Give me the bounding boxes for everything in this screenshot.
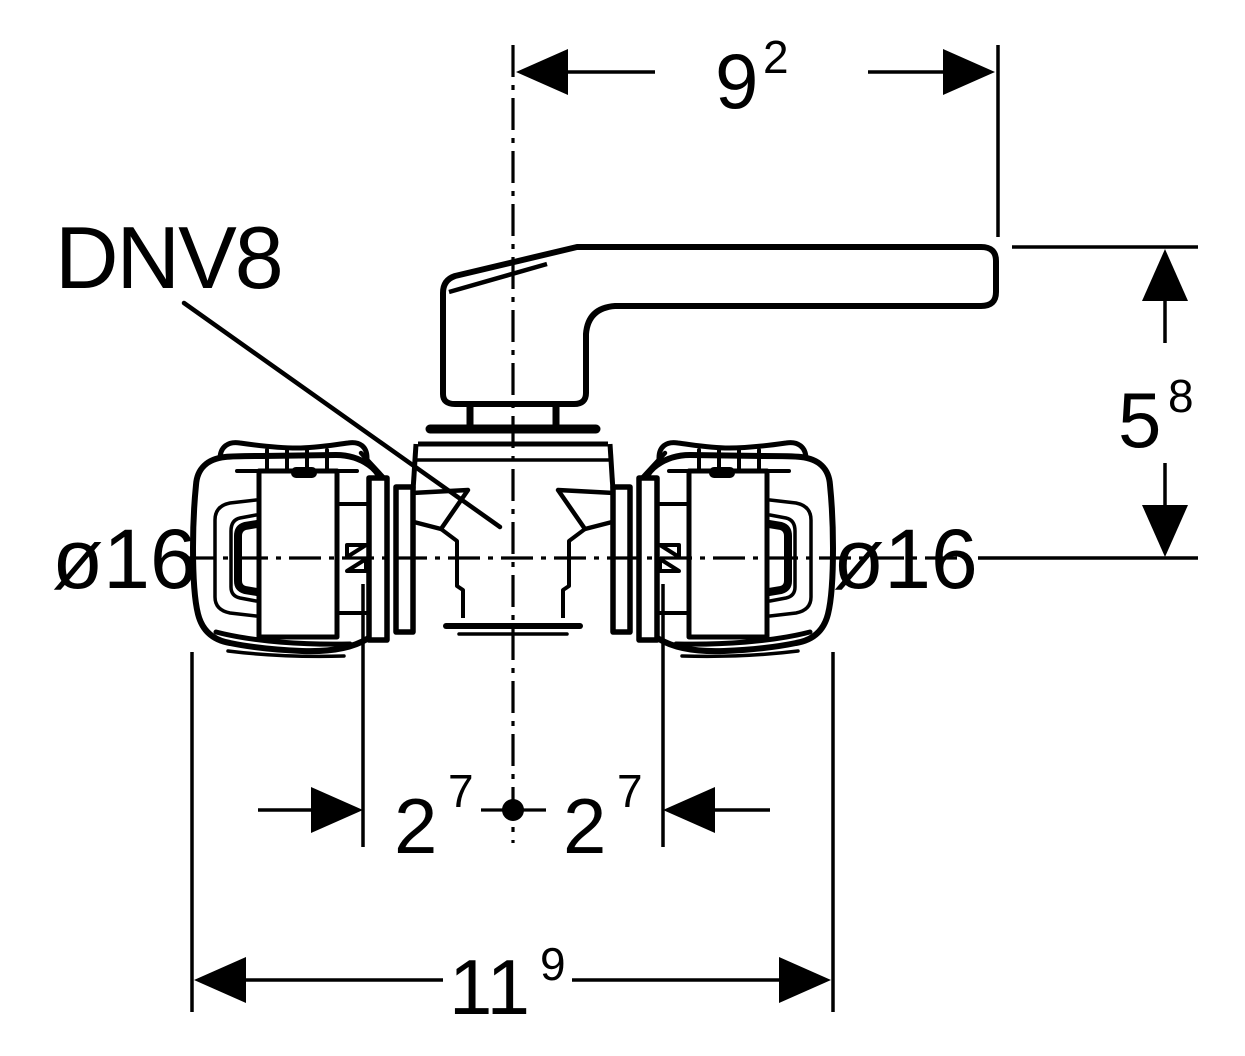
handle-edge-line: [448, 261, 548, 295]
part-label-group: DNV8: [55, 208, 503, 530]
valve-stem: [466, 402, 560, 432]
arrowhead-up-icon: [1142, 249, 1188, 301]
arrowhead-left-icon: [516, 49, 568, 95]
body-interior-right: [561, 527, 587, 618]
dimension-overall-width: 11 9: [190, 652, 835, 1031]
dimension-superscript-right: 7: [617, 765, 643, 817]
arrowhead-down-icon: [1142, 505, 1188, 557]
centerlines: [183, 45, 970, 843]
dimension-value: 5: [1118, 376, 1161, 464]
connector-left: [193, 443, 413, 657]
diameter-label-right: ø16: [833, 512, 978, 606]
center-point-marker: [502, 799, 524, 821]
dimension-value: 9: [715, 37, 758, 125]
part-label: DNV8: [55, 208, 282, 307]
body-side-right: [607, 443, 616, 492]
arrowhead-right-icon: [779, 957, 831, 1003]
dimension-value: 11: [449, 943, 530, 1031]
dimension-superscript: 2: [763, 31, 789, 83]
diameter-label-left: ø16: [52, 512, 197, 606]
connector-right: [613, 443, 833, 657]
dimension-value-right: 2: [563, 782, 606, 870]
leader-line: [181, 300, 503, 530]
arrowhead-right-icon: [943, 49, 995, 95]
handle-outline: [440, 244, 999, 407]
dimension-center-marks: 2 7 2 7: [258, 584, 770, 870]
dimension-superscript: 9: [540, 938, 566, 990]
arrowhead-left-icon: [194, 957, 246, 1003]
dimension-height: 5 8: [978, 245, 1198, 560]
arrowhead-right-icon: [311, 787, 363, 833]
body-interior-left: [439, 527, 465, 618]
dimension-handle-length: 9 2: [516, 31, 1000, 237]
dimension-superscript-left: 7: [448, 765, 474, 817]
dimension-value-left: 2: [394, 782, 437, 870]
arrowhead-left-icon: [663, 787, 715, 833]
dimension-superscript: 8: [1168, 370, 1194, 422]
valve-handle: [440, 244, 999, 407]
